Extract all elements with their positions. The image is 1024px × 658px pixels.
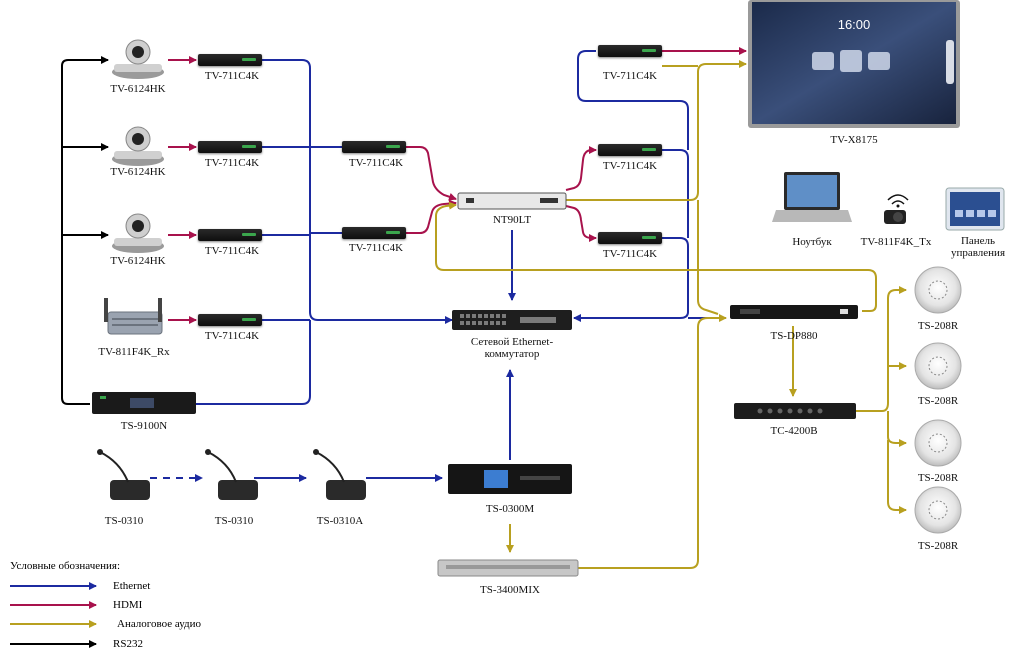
encoder-4 xyxy=(198,314,262,326)
encoder-5 xyxy=(342,141,406,153)
label-nt90lt: NT90LT xyxy=(492,214,532,226)
tc4200b-unit xyxy=(734,403,856,419)
interactive-panel xyxy=(748,0,960,128)
label-enc3: TV-711C4K xyxy=(204,245,260,257)
panel-clock: 16:00 xyxy=(837,17,871,32)
label-spk4: TS-208R xyxy=(917,540,959,552)
label-enc5: TV-711C4K xyxy=(348,157,404,169)
label-ts9100: TS-9100N xyxy=(120,420,168,432)
speaker-4 xyxy=(914,486,962,534)
receiver-box xyxy=(104,298,163,335)
speaker-2 xyxy=(914,342,962,390)
encoder-7 xyxy=(598,45,662,57)
ts0300-unit xyxy=(448,464,572,494)
speaker-1 xyxy=(914,266,962,314)
label-mic2: TS-0310 xyxy=(214,515,254,527)
legend-rs232: RS232 xyxy=(113,638,143,650)
mic-3 xyxy=(313,449,366,500)
legend-audio: Аналоговое аудио xyxy=(117,618,202,630)
label-mic3: TS-0310A xyxy=(316,515,364,527)
mic-2 xyxy=(205,449,258,500)
label-spk2: TS-208R xyxy=(917,395,959,407)
legend-hdmi: HDMI xyxy=(113,599,143,611)
label-spk1: TS-208R xyxy=(917,320,959,332)
encoder-9 xyxy=(598,232,662,244)
label-panel: TV-X8175 xyxy=(830,134,878,146)
label-tx: TV-811F4K_Tx xyxy=(860,236,932,248)
mic-1 xyxy=(97,449,150,500)
label-cam3: TV-6124HK xyxy=(110,255,166,267)
label-ts0300: TS-0300M xyxy=(485,503,535,515)
nt90lt-unit xyxy=(457,192,567,210)
legend-arrows xyxy=(10,582,97,648)
label-enc8: TV-711C4K xyxy=(602,160,658,172)
legend-ethernet: Ethernet xyxy=(113,580,151,592)
encoder-2 xyxy=(198,141,262,153)
camera-3 xyxy=(112,213,164,253)
encoder-3 xyxy=(198,229,262,241)
camera-2 xyxy=(112,126,164,166)
label-control-panel: Панель управления xyxy=(950,235,1006,259)
camera-1 xyxy=(112,39,164,79)
audio-lines xyxy=(435,60,907,569)
label-enc7: TV-711C4K xyxy=(602,70,658,82)
label-tc4200b: TC-4200B xyxy=(770,425,818,437)
label-switch: Сетевой Ethernet- коммутатор xyxy=(470,336,554,360)
encoder-8 xyxy=(598,144,662,156)
label-mic1: TS-0310 xyxy=(104,515,144,527)
hdmi-lines xyxy=(168,47,747,324)
label-enc9: TV-711C4K xyxy=(602,248,658,260)
rs232-lines xyxy=(61,56,109,405)
ts3400mix-unit xyxy=(437,559,579,577)
label-rx: TV-811F4K_Rx xyxy=(98,346,170,358)
ethernet-switch xyxy=(452,310,572,330)
label-enc4: TV-711C4K xyxy=(204,330,260,342)
tsdp880-unit xyxy=(730,305,858,319)
laptop xyxy=(772,172,852,222)
label-tsdp880: TS-DP880 xyxy=(770,330,818,342)
label-enc6: TV-711C4K xyxy=(348,242,404,254)
control-panel xyxy=(945,187,1005,231)
label-enc1: TV-711C4K xyxy=(204,70,260,82)
label-cam2: TV-6124HK xyxy=(110,166,166,178)
speaker-3 xyxy=(914,419,962,467)
label-cam1: TV-6124HK xyxy=(110,83,166,95)
encoder-1 xyxy=(198,54,262,66)
encoder-6 xyxy=(342,227,406,239)
label-spk3: TS-208R xyxy=(917,472,959,484)
label-ts3400mix: TS-3400MIX xyxy=(480,584,540,596)
wireless-tx xyxy=(884,194,909,224)
ts9100-rack xyxy=(92,392,196,414)
ethernet-lines xyxy=(150,50,722,482)
label-laptop: Ноутбук xyxy=(792,236,832,248)
legend-title: Условные обозначения: xyxy=(10,560,121,572)
label-enc2: TV-711C4K xyxy=(204,157,260,169)
